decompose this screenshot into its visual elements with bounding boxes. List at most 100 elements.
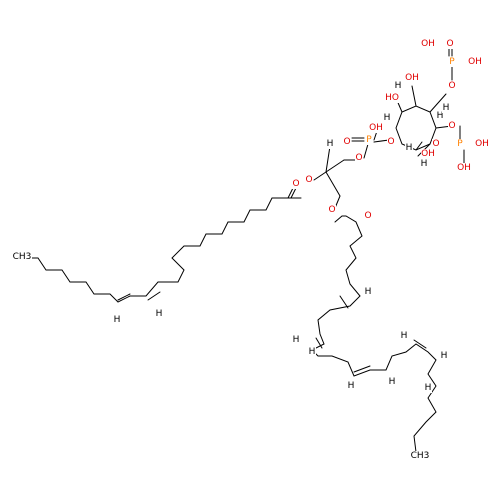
atom-label-bg bbox=[394, 81, 402, 91]
sn1-double-bond bbox=[339, 295, 349, 309]
atom-label-h-sn2: H bbox=[327, 139, 334, 149]
atom-label-bg bbox=[440, 351, 448, 361]
sn1-chain-bond bbox=[311, 215, 437, 453]
atom-label-bg bbox=[305, 175, 313, 185]
atom-label-bg bbox=[420, 159, 428, 169]
glycerol-bond bbox=[325, 159, 345, 173]
atom-label-bg bbox=[343, 137, 351, 147]
atom-label-h-a2: H bbox=[156, 309, 163, 319]
atom-label-bg bbox=[457, 163, 471, 173]
atom-label-o-ring-p5: O bbox=[448, 121, 455, 131]
atom-label-o-p-top-dbl: O bbox=[446, 39, 453, 49]
atom-label-o-sn1-ester: O bbox=[328, 205, 335, 215]
atom-label-h-b5: H bbox=[389, 377, 396, 387]
sn1-double-bond-4 bbox=[413, 339, 427, 349]
atom-label-oh-ring-top: OH bbox=[405, 73, 419, 83]
atom-label-bg bbox=[448, 81, 456, 91]
atom-label-h-ring6: H bbox=[421, 159, 428, 169]
atom-label-h-b8: H bbox=[425, 383, 432, 393]
atom-label-bg bbox=[448, 121, 456, 131]
sn1-double-bond-2 bbox=[315, 337, 323, 349]
atom-label-bg bbox=[347, 381, 355, 391]
sn2-double-bond bbox=[117, 293, 131, 301]
atom-label-h-b7: H bbox=[441, 351, 448, 361]
atom-label-bg bbox=[292, 335, 300, 345]
atom-label-bg bbox=[355, 153, 363, 163]
atom-label-h-b1: H bbox=[365, 287, 372, 297]
phosphate-o-bond bbox=[363, 143, 369, 159]
sn2-double-bond-2 bbox=[147, 291, 161, 301]
atom-label-oh-ring-b: OH bbox=[421, 149, 435, 159]
atom-label-bg bbox=[421, 39, 435, 49]
atom-label-bg bbox=[364, 287, 372, 297]
sn2-chain-bond bbox=[19, 197, 289, 303]
atom-label-oh-p-right-1: OH bbox=[475, 139, 489, 149]
atom-label-bg bbox=[365, 135, 373, 145]
atom-label-bg bbox=[12, 252, 32, 262]
ring-o-bond bbox=[429, 93, 447, 113]
atom-label-h-b4: H bbox=[348, 381, 355, 391]
atom-label-bg bbox=[292, 179, 300, 189]
atom-label-bg bbox=[364, 211, 372, 221]
atom-label-bg bbox=[442, 103, 450, 113]
atom-label-o-p-right-dbl: O bbox=[432, 139, 439, 149]
atom-label-h-ring4: H bbox=[406, 143, 413, 153]
atom-label-bg bbox=[468, 57, 482, 67]
atom-label-bg bbox=[308, 347, 316, 357]
glycerol-bond bbox=[313, 171, 327, 181]
atom-label-bg bbox=[328, 205, 336, 215]
atom-label-p-main: P bbox=[366, 135, 372, 145]
atom-label-h-ring1: H bbox=[384, 113, 391, 123]
atom-label-bg bbox=[405, 73, 419, 83]
atom-label-bg bbox=[155, 309, 163, 319]
atom-label-ch3-a: CH3 bbox=[13, 252, 32, 262]
atom-label-bg bbox=[436, 111, 444, 121]
atom-label-bg bbox=[388, 377, 396, 387]
atom-label-o-ring-p4: O bbox=[448, 81, 455, 91]
atom-label-h-b3: H bbox=[309, 347, 316, 357]
atom-label-oh-p-main: OH bbox=[369, 123, 383, 133]
atom-label-o-sn2-carbonyl: O bbox=[292, 179, 299, 189]
atom-label-o-sn2-ester: O bbox=[305, 175, 312, 185]
atom-label-bg bbox=[456, 139, 464, 149]
atom-label-bg bbox=[410, 451, 430, 461]
atom-label-h-ring5: H bbox=[443, 103, 450, 113]
ring-oh-top-bond bbox=[411, 85, 417, 107]
atom-label-p-top: P bbox=[449, 57, 455, 67]
glycerol-bond bbox=[325, 171, 341, 197]
glycerol-stereo-bond bbox=[325, 145, 331, 173]
atom-label-bg bbox=[448, 57, 456, 67]
atom-label-bg bbox=[385, 93, 399, 103]
atom-label-oh-p-top-1: OH bbox=[421, 39, 435, 49]
atom-label-p-right: P bbox=[457, 139, 463, 149]
atom-label-bg bbox=[369, 123, 383, 133]
atom-label-bg bbox=[446, 39, 454, 49]
atom-label-bg bbox=[113, 315, 121, 325]
atom-label-o-p-ring: O bbox=[387, 137, 394, 147]
atom-label-bg bbox=[326, 139, 334, 149]
atom-label-h-b2: H bbox=[293, 335, 300, 345]
atom-label-oh-p-right-2: OH bbox=[457, 163, 471, 173]
atom-label-h-ring2: H bbox=[395, 81, 402, 91]
atom-label-o-p-double: O bbox=[343, 137, 350, 147]
atom-label-bg bbox=[432, 139, 440, 149]
atom-label-oh-p-top-2: OH bbox=[468, 57, 482, 67]
atom-label-bg bbox=[421, 149, 435, 159]
phosphate-ring-bond bbox=[373, 139, 390, 143]
atom-label-ho-ring-a: HO bbox=[385, 93, 399, 103]
atom-label-bg bbox=[383, 113, 391, 123]
atom-label-h-b6: H bbox=[401, 331, 408, 341]
atom-label-bg bbox=[475, 139, 489, 149]
atom-label-o-sn1-carbonyl: O bbox=[364, 211, 371, 221]
atom-label-bg bbox=[387, 137, 395, 147]
atom-label-h-a1: H bbox=[114, 315, 121, 325]
atom-label-bg bbox=[424, 383, 432, 393]
atom-label-bg bbox=[405, 143, 413, 153]
sn1-double-bond-3 bbox=[353, 365, 371, 373]
atom-label-o-glycerol-p: O bbox=[355, 153, 362, 163]
atom-label-bg bbox=[400, 331, 408, 341]
atom-label-h-ring3: H bbox=[437, 111, 444, 121]
